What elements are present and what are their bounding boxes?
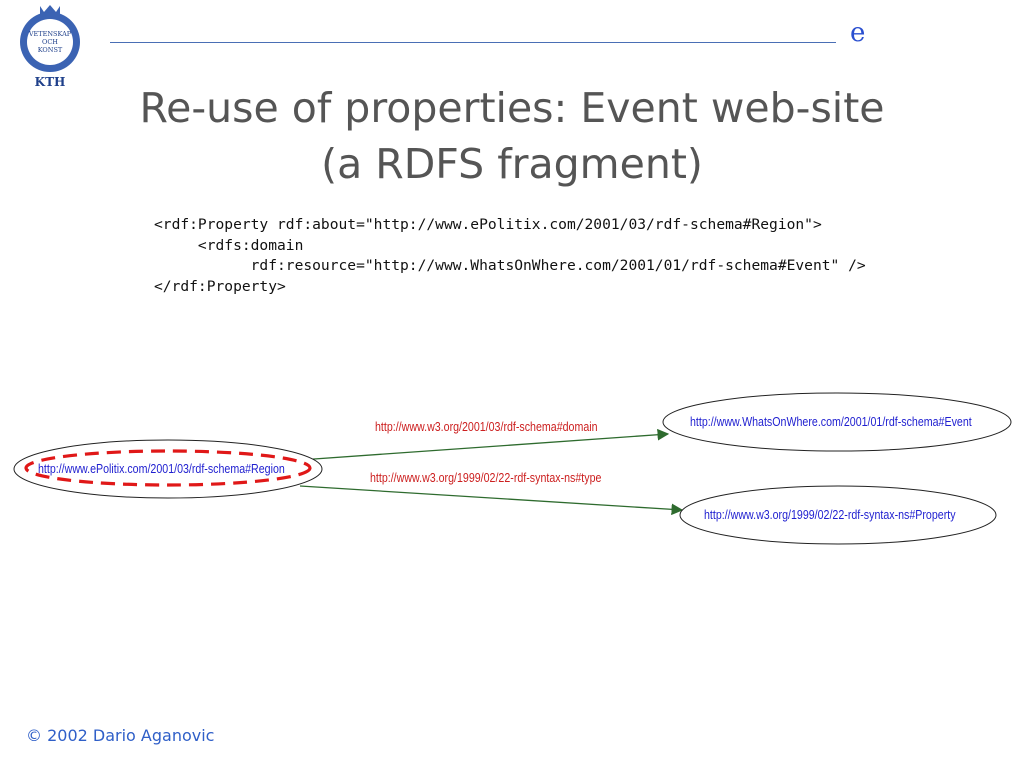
slide-title: Re-use of properties: Event web-site (a … xyxy=(40,80,984,192)
code-line-2: <rdfs:domain xyxy=(154,236,304,254)
code-line-3: rdf:resource="http://www.WhatsOnWhere.co… xyxy=(154,257,866,274)
header-rule xyxy=(110,42,836,43)
edge-type-line xyxy=(299,485,684,516)
slide-title-line-2: (a RDFS fragment) xyxy=(321,140,703,188)
code-line-4: </rdf:Property> xyxy=(154,277,286,295)
slide-title-line-1: Re-use of properties: Event web-site xyxy=(139,84,885,132)
edge-domain-line xyxy=(299,428,670,461)
kth-logo: VETENSKAP OCH KONST KTH xyxy=(20,5,80,89)
footer-copyright: © 2002 Dario Aganovic xyxy=(26,726,215,745)
edge-type-label: http://www.w3.org/1999/02/22-rdf-syntax-… xyxy=(370,470,602,485)
logo-seal-inner xyxy=(27,19,73,65)
logo-text-2: OCH xyxy=(42,38,58,46)
node-region-label: http://www.ePolitix.com/2001/03/rdf-sche… xyxy=(38,461,285,476)
node-event-label: http://www.WhatsOnWhere.com/2001/01/rdf-… xyxy=(690,414,972,429)
logo-text-3: KONST xyxy=(38,46,63,54)
rdf-code-block: <rdf:Property rdf:about="http://www.ePol… xyxy=(154,215,866,297)
node-property-label: http://www.w3.org/1999/02/22-rdf-syntax-… xyxy=(704,507,956,522)
node-region-highlight xyxy=(24,449,312,487)
node-property xyxy=(679,485,997,545)
rdf-graph: http://www.w3.org/2001/03/rdf-schema#dom… xyxy=(13,392,1012,545)
edge-domain-label: http://www.w3.org/2001/03/rdf-schema#dom… xyxy=(375,419,598,434)
logo-text-kth: KTH xyxy=(35,75,66,89)
code-line-1: <rdf:Property rdf:about="http://www.ePol… xyxy=(154,216,822,233)
node-event xyxy=(662,392,1012,452)
logo-text-1: VETENSKAP xyxy=(28,30,72,38)
header-mark: e xyxy=(850,18,866,48)
